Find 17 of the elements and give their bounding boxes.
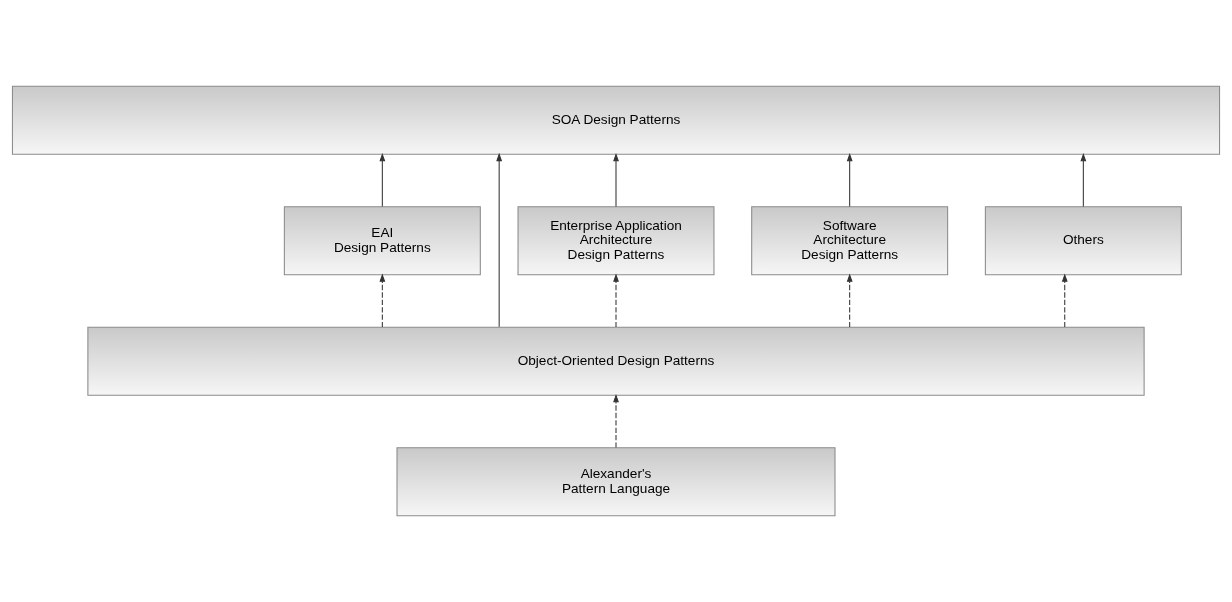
arrow [613,152,619,208]
arrow [379,273,386,328]
node-box: SOA Design Patterns [11,85,1221,155]
node-box: Object-Oriented Design Patterns [87,326,1145,396]
node-box: Enterprise Application Architecture Design Patterns [517,206,715,276]
arrow [613,273,619,328]
node-box: Alexander's Pattern Language [396,447,836,517]
arrow [846,152,853,208]
node-box: Software Architecture Design Patterns [751,206,949,276]
node-box: EAI Design Patterns [283,206,481,276]
arrow [613,393,619,449]
arrow [1061,273,1068,328]
arrow [846,273,853,328]
arrow [496,152,503,328]
arrow [1080,152,1087,208]
node-box: Others [984,206,1182,276]
arrow [379,152,386,208]
